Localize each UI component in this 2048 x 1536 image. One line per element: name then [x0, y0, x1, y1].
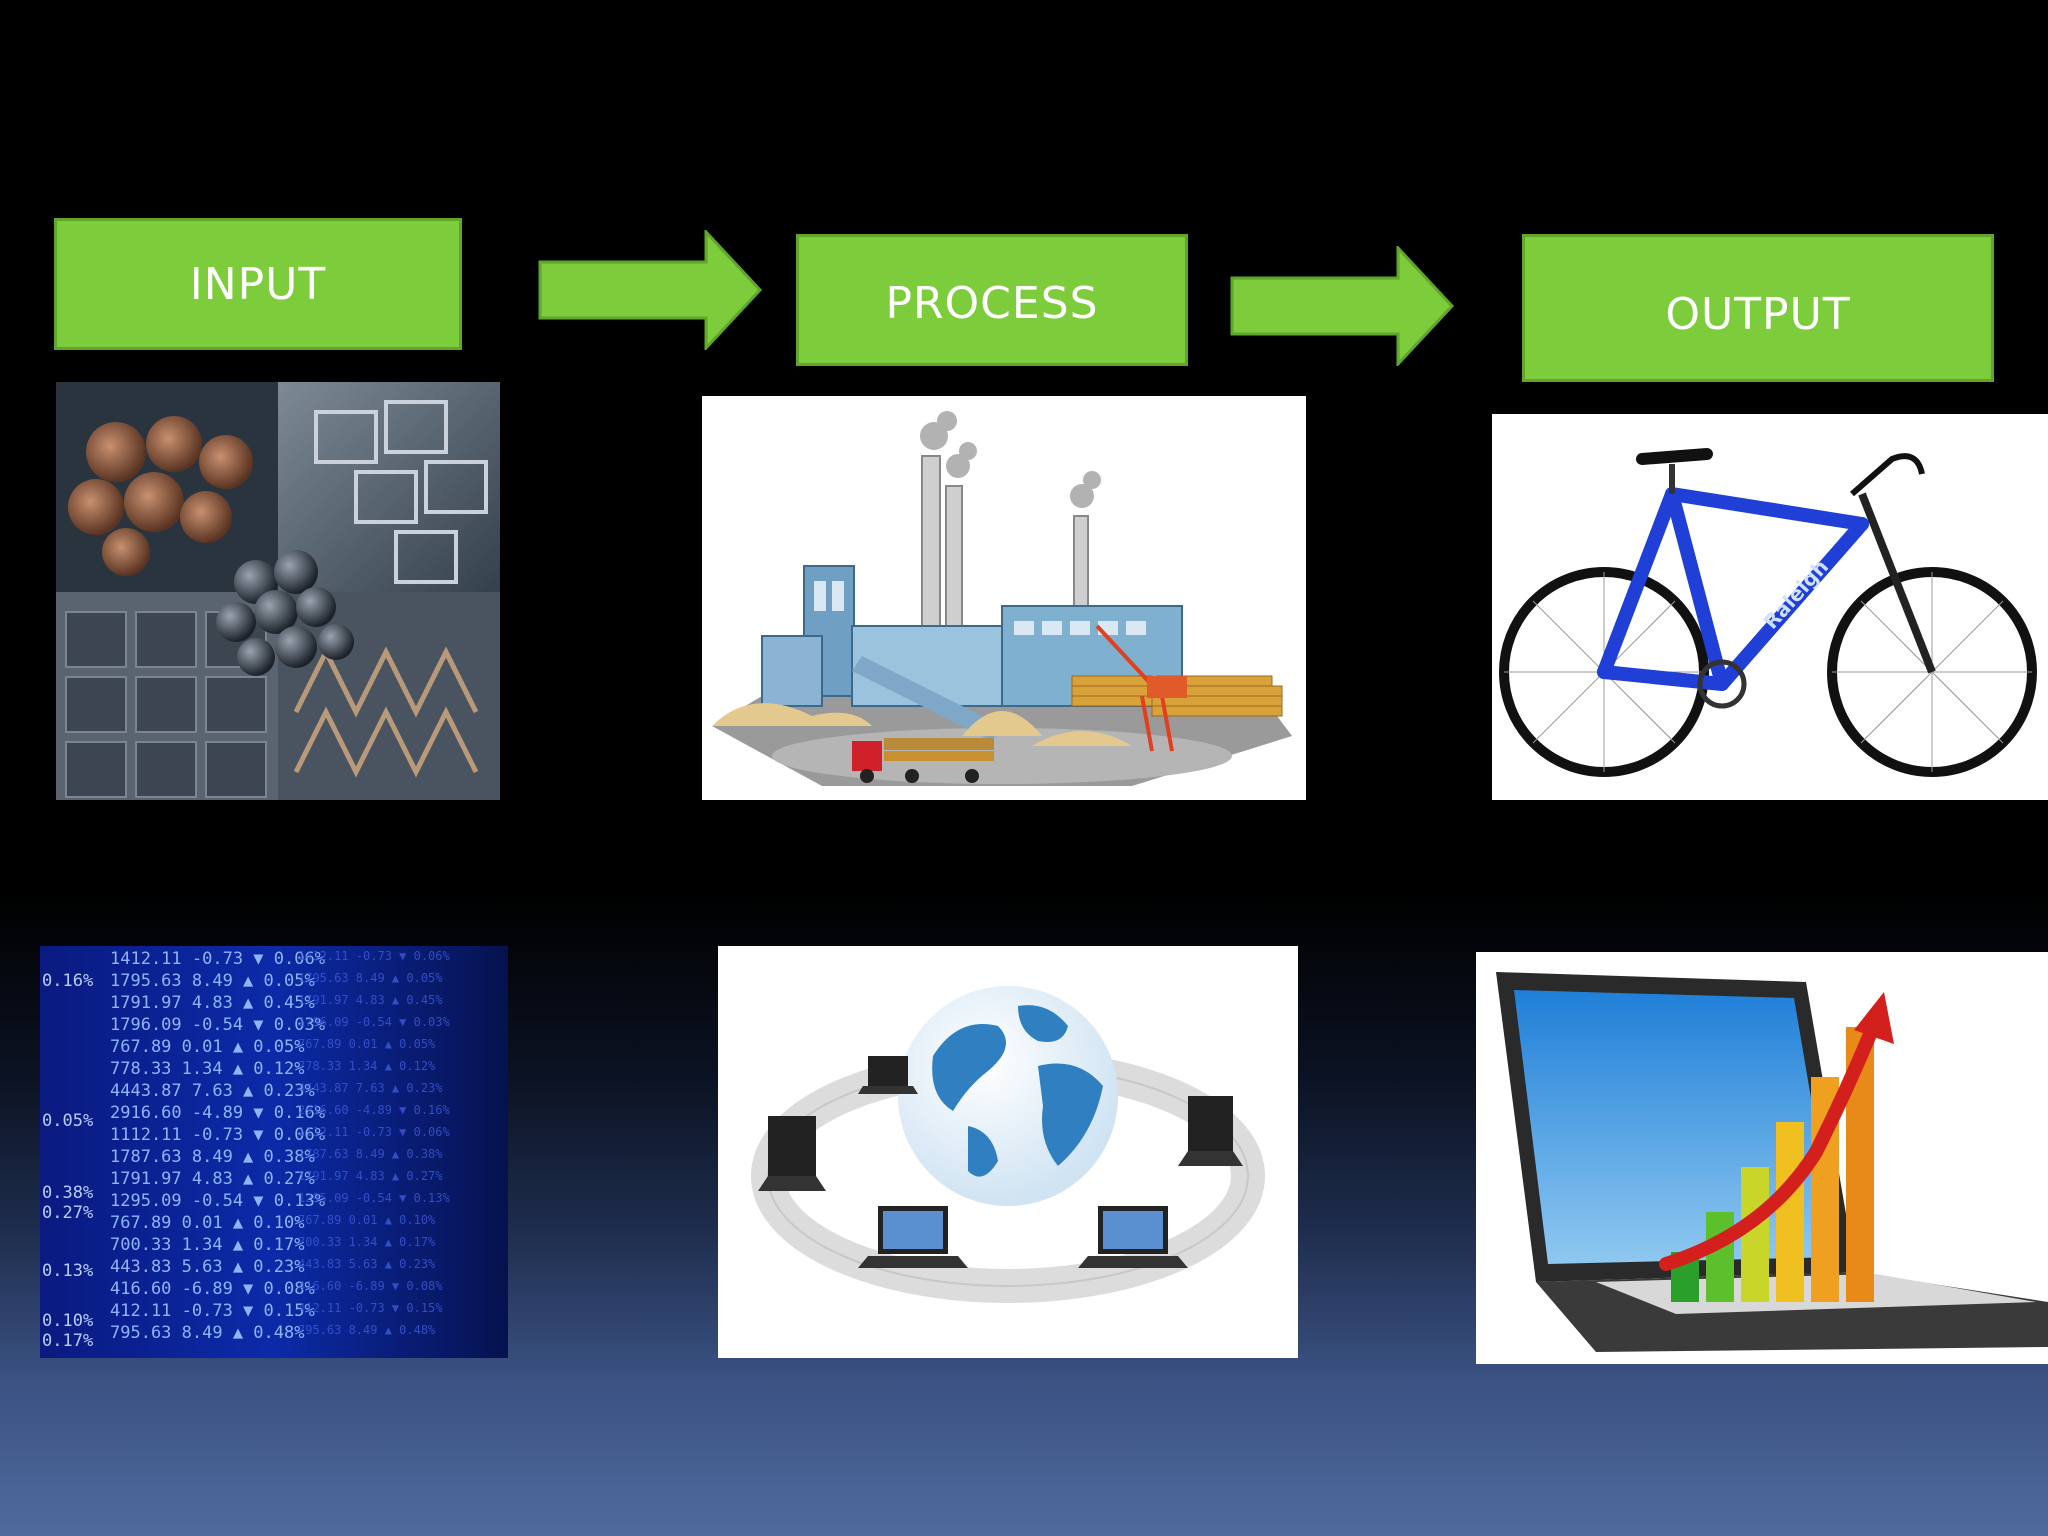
stock-data-image: 1412.11 -0.73 ▼ 0.06%1795.63 8.49 ▲ 0.05…	[40, 946, 508, 1358]
laptop-icon	[858, 1206, 968, 1268]
ticker-line: 1787.63 8.49 ▲ 0.38%	[110, 1147, 315, 1167]
ticker-line-faded: 700.33 1.34 ▲ 0.17%	[298, 1235, 436, 1249]
ticker-line-faded: 1412.11 -0.73 ▼ 0.06%	[298, 949, 450, 963]
factory-icon	[712, 411, 1292, 786]
ticker-percent: 0.10%	[42, 1311, 93, 1331]
network-globe-icon	[751, 986, 1265, 1303]
arrow-right-icon	[538, 230, 763, 350]
arrow-right-icon	[1230, 246, 1455, 366]
ticker-line: 1796.09 -0.54 ▼ 0.03%	[110, 1015, 325, 1035]
ticker-line: 778.33 1.34 ▲ 0.12%	[110, 1059, 304, 1079]
ticker-percent: 0.13%	[42, 1261, 93, 1281]
ticker-line: 700.33 1.34 ▲ 0.17%	[110, 1235, 304, 1255]
ticker-line-faded: 767.89 0.01 ▲ 0.10%	[298, 1213, 436, 1227]
ticker-line: 443.83 5.63 ▲ 0.23%	[110, 1257, 304, 1277]
ticker-percent: 0.05%	[42, 1111, 93, 1131]
process-box: PROCESS	[796, 234, 1188, 366]
ticker-percent: 0.17%	[42, 1331, 93, 1351]
laptop-icon	[858, 1056, 918, 1094]
ticker-percent: 0.27%	[42, 1203, 93, 1223]
output-label: OUTPUT	[1665, 288, 1851, 340]
ticker-line: 2916.60 -4.89 ▼ 0.16%	[110, 1103, 325, 1123]
factory-image	[702, 396, 1306, 800]
ticker-line: 795.63 8.49 ▲ 0.48%	[110, 1323, 304, 1343]
ticker-line-faded: 767.89 0.01 ▲ 0.05%	[298, 1037, 436, 1051]
steel-materials-icon	[56, 382, 500, 800]
ticker-line: 767.89 0.01 ▲ 0.10%	[110, 1213, 304, 1233]
ticker-line: 1791.97 4.83 ▲ 0.45%	[110, 993, 315, 1013]
ticker-line: 416.60 -6.89 ▼ 0.08%	[110, 1279, 315, 1299]
laptop-chart-image	[1476, 952, 2048, 1364]
ticker-line: 1295.09 -0.54 ▼ 0.13%	[110, 1191, 325, 1211]
stock-data-icon: 1412.11 -0.73 ▼ 0.06%1795.63 8.49 ▲ 0.05…	[40, 946, 508, 1358]
ticker-line: 1791.97 4.83 ▲ 0.27%	[110, 1169, 315, 1189]
ticker-line-faded: 1787.63 8.49 ▲ 0.38%	[298, 1147, 443, 1161]
ticker-line-faded: 416.60 -6.89 ▼ 0.08%	[298, 1279, 443, 1293]
process-label: PROCESS	[885, 277, 1099, 329]
laptop-icon	[758, 1116, 826, 1191]
ticker-line: 767.89 0.01 ▲ 0.05%	[110, 1037, 304, 1057]
output-box: OUTPUT	[1522, 234, 1994, 382]
laptop-icon	[1078, 1206, 1188, 1268]
ticker-percent: 0.38%	[42, 1183, 93, 1203]
input-label: INPUT	[189, 258, 327, 310]
input-box: INPUT	[54, 218, 462, 350]
ticker-line-faded: 1795.63 8.49 ▲ 0.05%	[298, 971, 443, 985]
laptop-icon	[1178, 1096, 1243, 1166]
ticker-line-faded: 1295.09 -0.54 ▼ 0.13%	[298, 1191, 450, 1205]
ticker-line-faded: 1791.97 4.83 ▲ 0.27%	[298, 1169, 443, 1183]
steel-materials-image	[56, 382, 500, 800]
bike-brand-text: Raleigh	[1759, 555, 1834, 634]
ticker-percent: 0.16%	[42, 971, 93, 991]
ticker-line: 4443.87 7.63 ▲ 0.23%	[110, 1081, 315, 1101]
ticker-line-faded: 4443.87 7.63 ▲ 0.23%	[298, 1081, 443, 1095]
ticker-line-faded: 2916.60 -4.89 ▼ 0.16%	[298, 1103, 450, 1117]
ticker-line-faded: 412.11 -0.73 ▼ 0.15%	[298, 1301, 443, 1315]
ticker-line-faded: 778.33 1.34 ▲ 0.12%	[298, 1059, 436, 1073]
ticker-line: 412.11 -0.73 ▼ 0.15%	[110, 1301, 315, 1321]
ticker-line-faded: 1112.11 -0.73 ▼ 0.06%	[298, 1125, 450, 1139]
laptop-chart-icon	[1496, 972, 2048, 1352]
ticker-line-faded: 1796.09 -0.54 ▼ 0.03%	[298, 1015, 450, 1029]
bicycle-image: Raleigh	[1492, 414, 2048, 800]
ticker-line: 1112.11 -0.73 ▼ 0.06%	[110, 1125, 325, 1145]
ticker-line: 1795.63 8.49 ▲ 0.05%	[110, 971, 315, 991]
ticker-line-faded: 443.83 5.63 ▲ 0.23%	[298, 1257, 436, 1271]
network-globe-image	[718, 946, 1298, 1358]
bicycle-icon: Raleigh	[1499, 448, 2037, 777]
ticker-line-faded: 1791.97 4.83 ▲ 0.45%	[298, 993, 443, 1007]
ticker-line-faded: 795.63 8.49 ▲ 0.48%	[298, 1323, 436, 1337]
ticker-line: 1412.11 -0.73 ▼ 0.06%	[110, 949, 325, 969]
